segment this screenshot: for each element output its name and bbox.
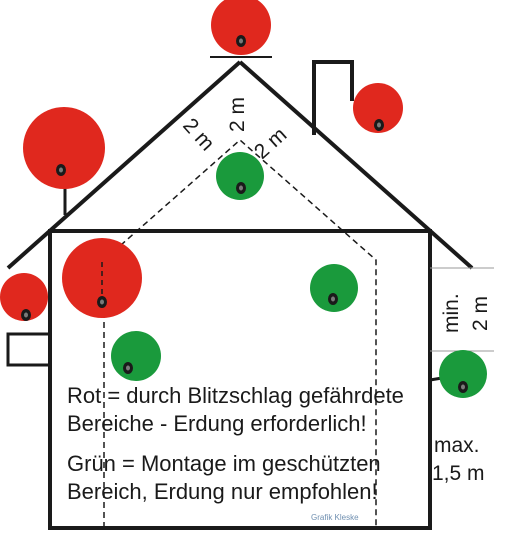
min-word-label: min. bbox=[440, 293, 463, 333]
red-dish-bracket bbox=[0, 273, 48, 321]
roof-left-edge bbox=[6, 60, 242, 270]
green-dish bbox=[111, 331, 161, 381]
red-dish bbox=[211, 0, 271, 55]
red-dish bbox=[23, 107, 105, 189]
legend-green-line-2: Bereich, Erdung nur empfohlen! bbox=[67, 479, 378, 504]
green-dish bbox=[439, 350, 487, 398]
green-dish bbox=[216, 152, 264, 200]
roof-label-left: 2 m bbox=[178, 114, 219, 155]
max-value-label: 1,5 m bbox=[432, 462, 485, 485]
max-word-label: max. bbox=[434, 434, 480, 457]
red-dish-chimney bbox=[353, 83, 403, 133]
green-dish-outside bbox=[429, 350, 487, 398]
green-dish-attic bbox=[216, 152, 264, 200]
left-mount-bracket bbox=[6, 332, 52, 367]
legend-red-line-2: Bereiche - Erdung erforderlich! bbox=[67, 411, 367, 436]
protected-zone-boundary bbox=[103, 138, 377, 528]
legend-green-line-1: Grün = Montage im geschützten bbox=[67, 451, 381, 476]
roof-right-edge bbox=[238, 60, 474, 270]
legend-red-line-1: Rot = durch Blitzschlag gefährdete bbox=[67, 383, 404, 408]
red-dish bbox=[353, 83, 403, 133]
protected-zone-outline bbox=[103, 138, 377, 528]
red-dish bbox=[0, 273, 48, 321]
green-dish-wall-left bbox=[111, 331, 161, 381]
red-dish bbox=[62, 238, 142, 318]
min-value-label: 2 m bbox=[469, 296, 492, 331]
image-credit: Grafik Kleske bbox=[311, 513, 359, 522]
roof-label-center: 2 m bbox=[226, 97, 249, 132]
roof-label-right: 2 m bbox=[250, 123, 291, 164]
chimney bbox=[312, 60, 354, 135]
red-dish-left-roof bbox=[23, 107, 105, 215]
red-dish-top bbox=[210, 0, 272, 58]
green-dish-wall-right bbox=[310, 264, 358, 312]
red-dish-wall-left bbox=[62, 238, 142, 318]
green-dish bbox=[310, 264, 358, 312]
